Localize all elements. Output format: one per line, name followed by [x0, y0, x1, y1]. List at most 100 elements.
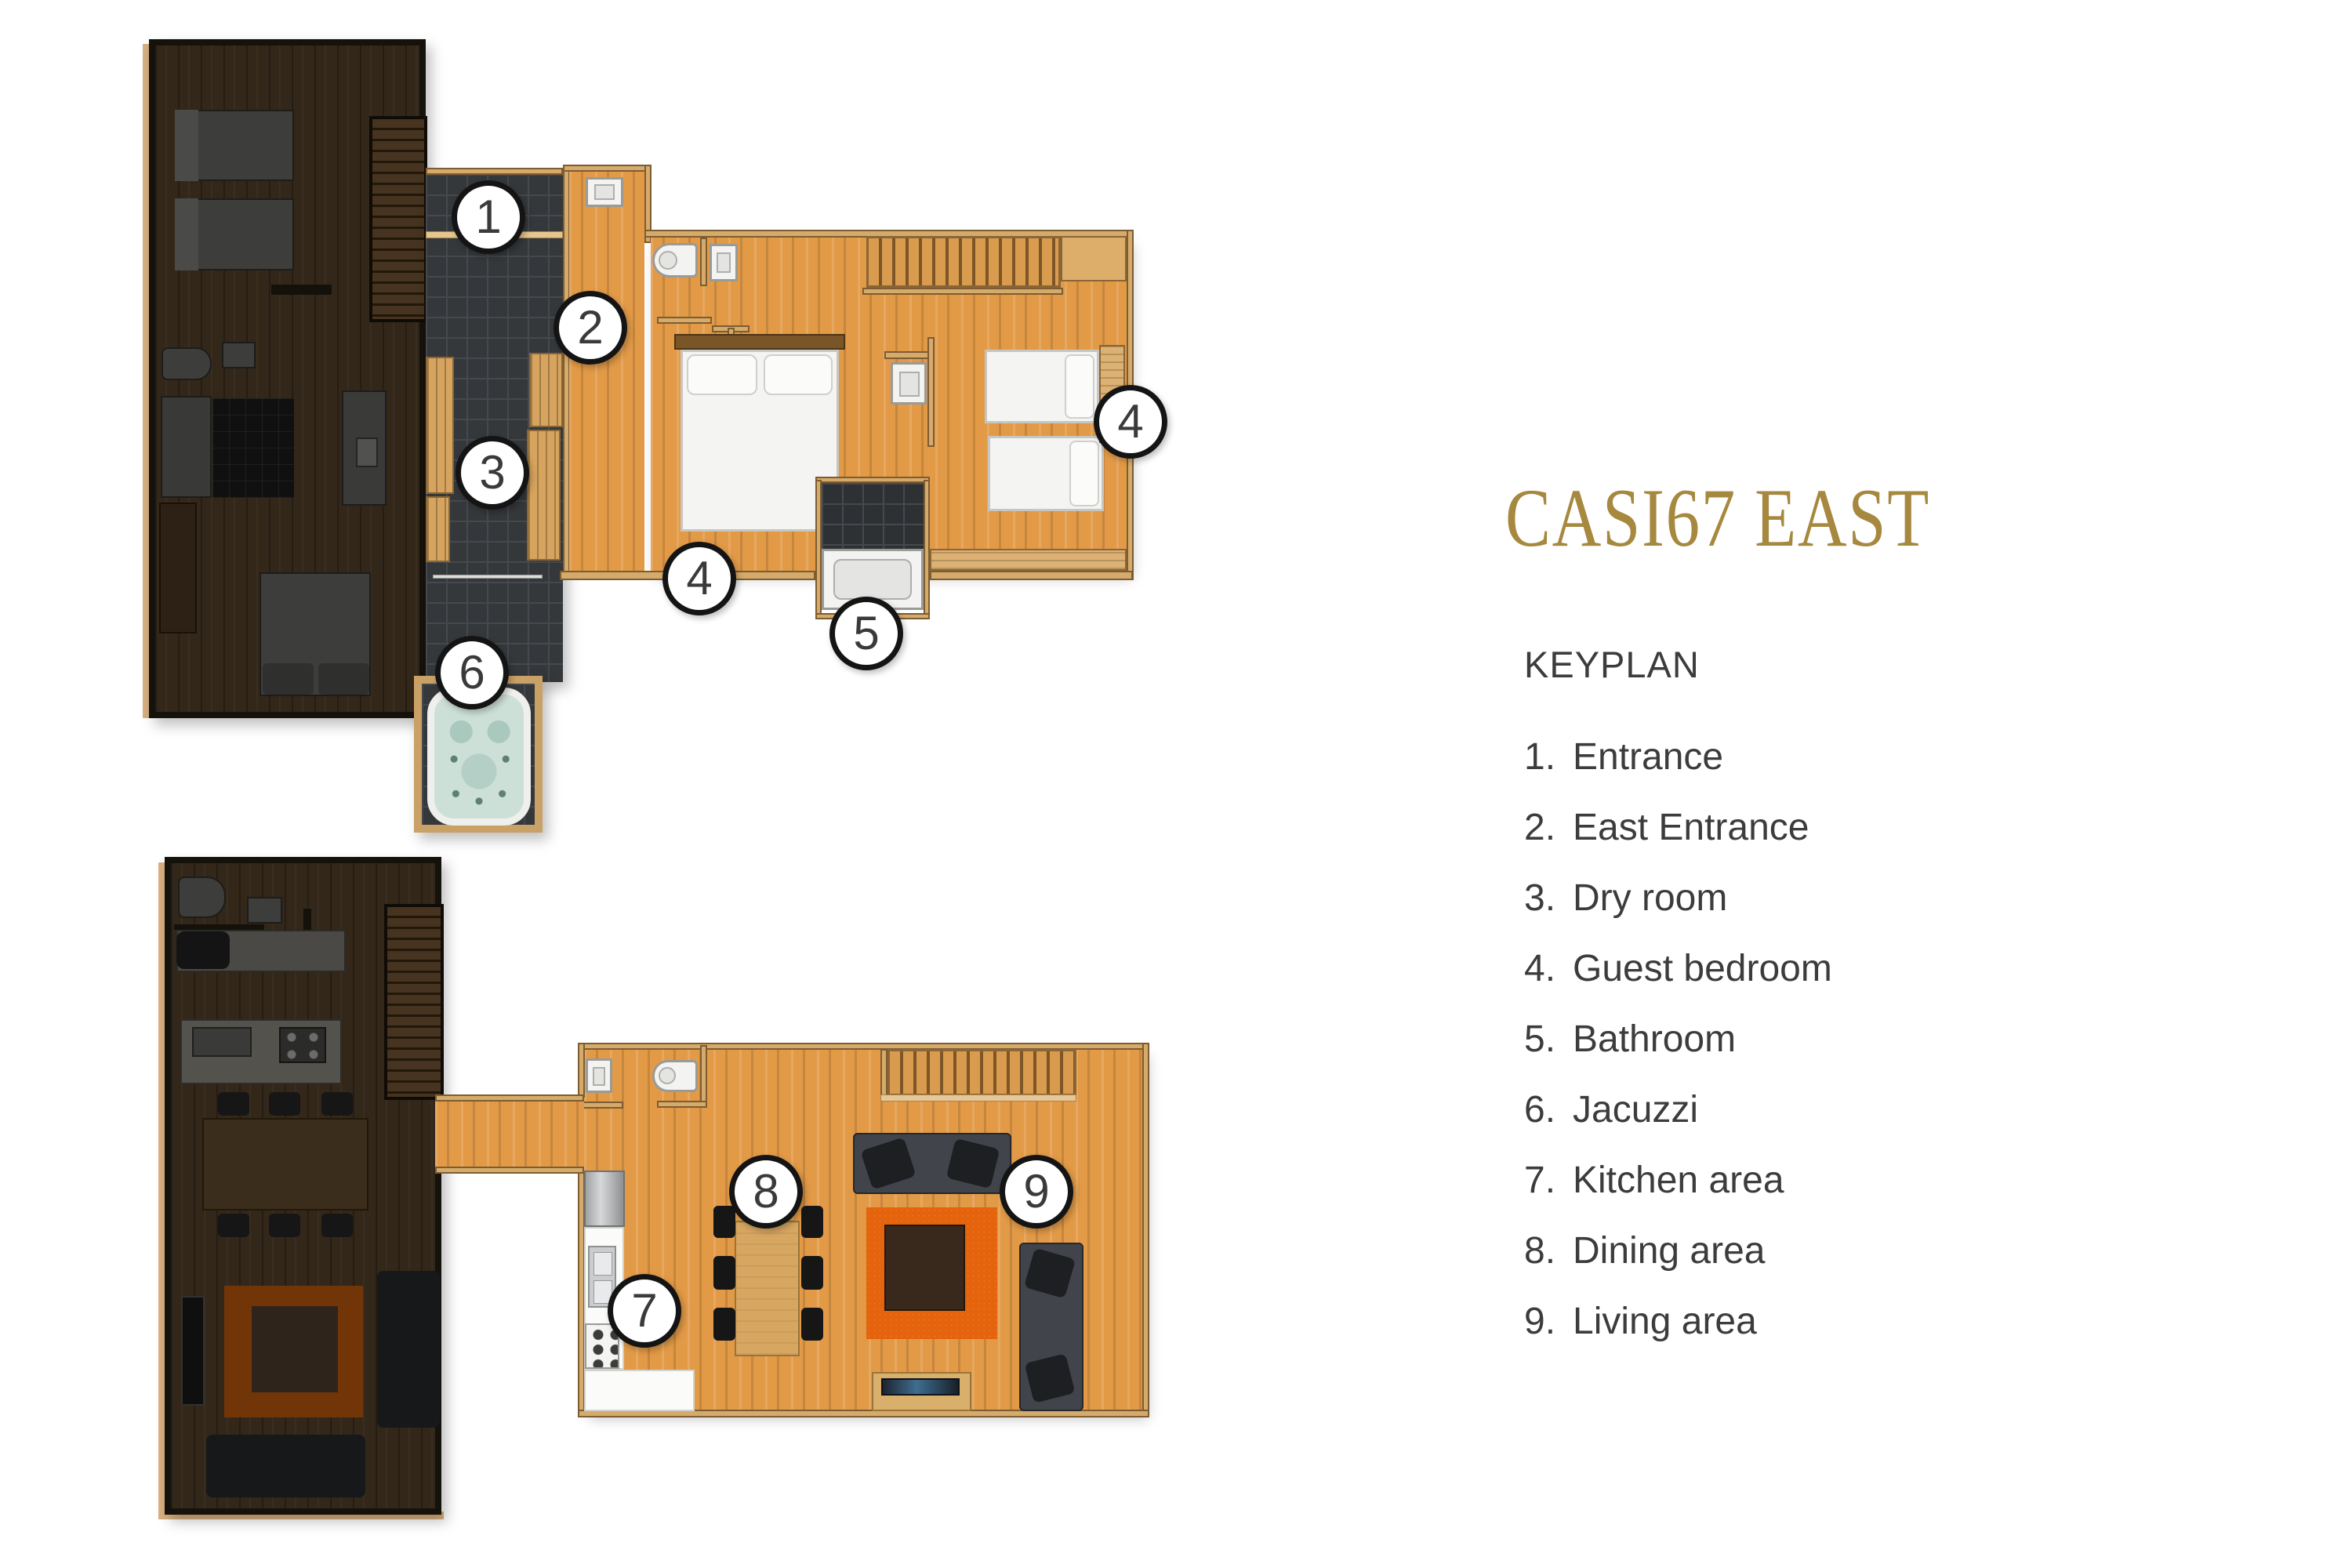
sink-icon	[586, 1058, 612, 1093]
tv-dimmed-icon	[181, 1296, 205, 1406]
keyplan-item-label: Kitchen area	[1573, 1159, 1784, 1201]
dry-room-closet	[529, 353, 563, 427]
dining-chair	[713, 1308, 735, 1341]
dining-table	[735, 1221, 800, 1356]
wc-wall	[657, 317, 712, 324]
chair-dimmed	[218, 1214, 249, 1237]
annex-sink-icon	[586, 177, 623, 207]
wall-stub	[174, 924, 264, 930]
bath-wall	[815, 480, 822, 619]
east-bottom-wall	[930, 571, 1133, 580]
page-title: CASI67 EAST	[1505, 472, 1931, 564]
kitchen-sink-dimmed-icon	[192, 1027, 252, 1057]
wc-wall	[700, 238, 707, 286]
dining-chair	[801, 1308, 823, 1341]
keyplan-heading: KEYPLAN	[1524, 644, 1700, 685]
room-badge-jacuzzi: 6	[435, 636, 509, 710]
dining-chair	[713, 1206, 735, 1238]
bathtub-dimmed-icon	[161, 396, 212, 498]
pillow-icon	[687, 354, 757, 395]
stair-frame	[880, 1094, 1076, 1102]
stove-icon	[585, 1323, 619, 1369]
lower-west-left-trim	[158, 862, 166, 1519]
annex-right-wall	[644, 165, 652, 243]
toilet-dimmed-icon	[162, 347, 212, 380]
keyplan-item: 9. Living area	[1524, 1286, 1832, 1356]
staircase-dimmed-lower	[384, 904, 444, 1100]
keyplan-item: 3.Dry room	[1524, 862, 1832, 933]
keyplan-item: 8. Dining area	[1524, 1215, 1832, 1286]
keyplan-item-number: 9.	[1524, 1300, 1556, 1342]
toilet-dimmed-icon	[178, 877, 226, 918]
vanity-dimmed	[342, 390, 387, 506]
keyplan-item: 2. East Entrance	[1524, 792, 1832, 862]
keyplan-item-number: 4.	[1524, 947, 1556, 989]
keyplan-item-label: Dining area	[1573, 1229, 1766, 1272]
keyplan-item: 4. Guest bedroom	[1524, 933, 1832, 1004]
keyplan-item-number: 8.	[1524, 1229, 1556, 1272]
keyplan-item: 6.Jacuzzi	[1524, 1074, 1832, 1145]
lower-west-bottom-trim	[162, 1512, 444, 1519]
wc-wall	[657, 1101, 707, 1108]
keyplan-list: 1. Entrance 2. East Entrance 3.Dry room 4.…	[1524, 721, 1832, 1356]
chair-dimmed	[321, 1214, 353, 1237]
pillow-icon	[175, 110, 198, 181]
upper-west-unit	[149, 39, 427, 718]
stair-rail-wall	[862, 288, 1063, 295]
keyplan-item-number: 1.	[1524, 735, 1556, 778]
dining-chair	[801, 1256, 823, 1290]
room-badge-bathroom: 5	[829, 597, 903, 670]
chair-dimmed	[218, 1092, 249, 1116]
pillow-icon	[318, 663, 369, 695]
dining-chair	[713, 1256, 735, 1290]
annex-top-wall	[563, 165, 651, 172]
bath-wall	[924, 480, 930, 619]
le-left-wall	[578, 1043, 585, 1098]
staircase-dimmed-upper	[369, 116, 427, 322]
room-badge-living: 9	[1000, 1155, 1073, 1229]
keyplan-item-label: East Entrance	[1573, 806, 1809, 848]
sink-dimmed-icon	[247, 897, 282, 924]
dry-room-closet	[426, 496, 450, 562]
bath-wall	[815, 477, 930, 483]
room-badge-entrance: 1	[452, 180, 525, 254]
double-bed-headboard	[674, 334, 845, 350]
pillow-icon	[175, 198, 198, 270]
corridor-floor	[435, 1101, 584, 1167]
chair-dimmed	[269, 1214, 300, 1237]
staircase-east-upper	[866, 236, 1061, 288]
dining-table-dimmed	[202, 1118, 368, 1210]
sink-dimmed-icon	[222, 342, 256, 368]
pillow-icon	[263, 663, 314, 695]
stair-landing	[1061, 236, 1127, 281]
sofa-dimmed	[206, 1435, 365, 1497]
room-badge-kitchen: 7	[608, 1274, 681, 1348]
keyplan-item-label: Bathroom	[1573, 1018, 1737, 1060]
wc-wall	[700, 1045, 707, 1108]
pillow-icon	[764, 354, 833, 395]
sink-icon	[710, 244, 738, 281]
corridor-wall	[435, 1167, 584, 1174]
stove-dimmed-icon	[279, 1027, 326, 1063]
pillow-icon	[1069, 441, 1099, 506]
kitchen-sink-icon	[588, 1246, 616, 1308]
dry-room-closet	[426, 357, 454, 494]
keyplan-item-label: Living area	[1573, 1300, 1757, 1342]
bathroom-tile	[822, 483, 924, 549]
shower-dimmed	[212, 398, 294, 498]
chair-dimmed	[321, 1092, 353, 1116]
armchair-dimmed	[176, 931, 230, 969]
dining-chair	[801, 1206, 823, 1238]
toilet-icon	[652, 243, 698, 278]
east-annex-floor	[569, 171, 644, 571]
keyplan-item: 7.Kitchen area	[1524, 1145, 1832, 1215]
room-badge-dry-room: 3	[456, 436, 529, 510]
le-right-wall	[1142, 1043, 1149, 1417]
corridor-wall	[435, 1094, 584, 1102]
tv-icon	[881, 1378, 960, 1396]
keyplan-item-number: 2.	[1524, 806, 1556, 848]
keyplan-item-label: Guest bedroom	[1573, 947, 1832, 989]
keyplan-item-label: Entrance	[1573, 735, 1724, 778]
sofa-dimmed	[377, 1271, 440, 1428]
